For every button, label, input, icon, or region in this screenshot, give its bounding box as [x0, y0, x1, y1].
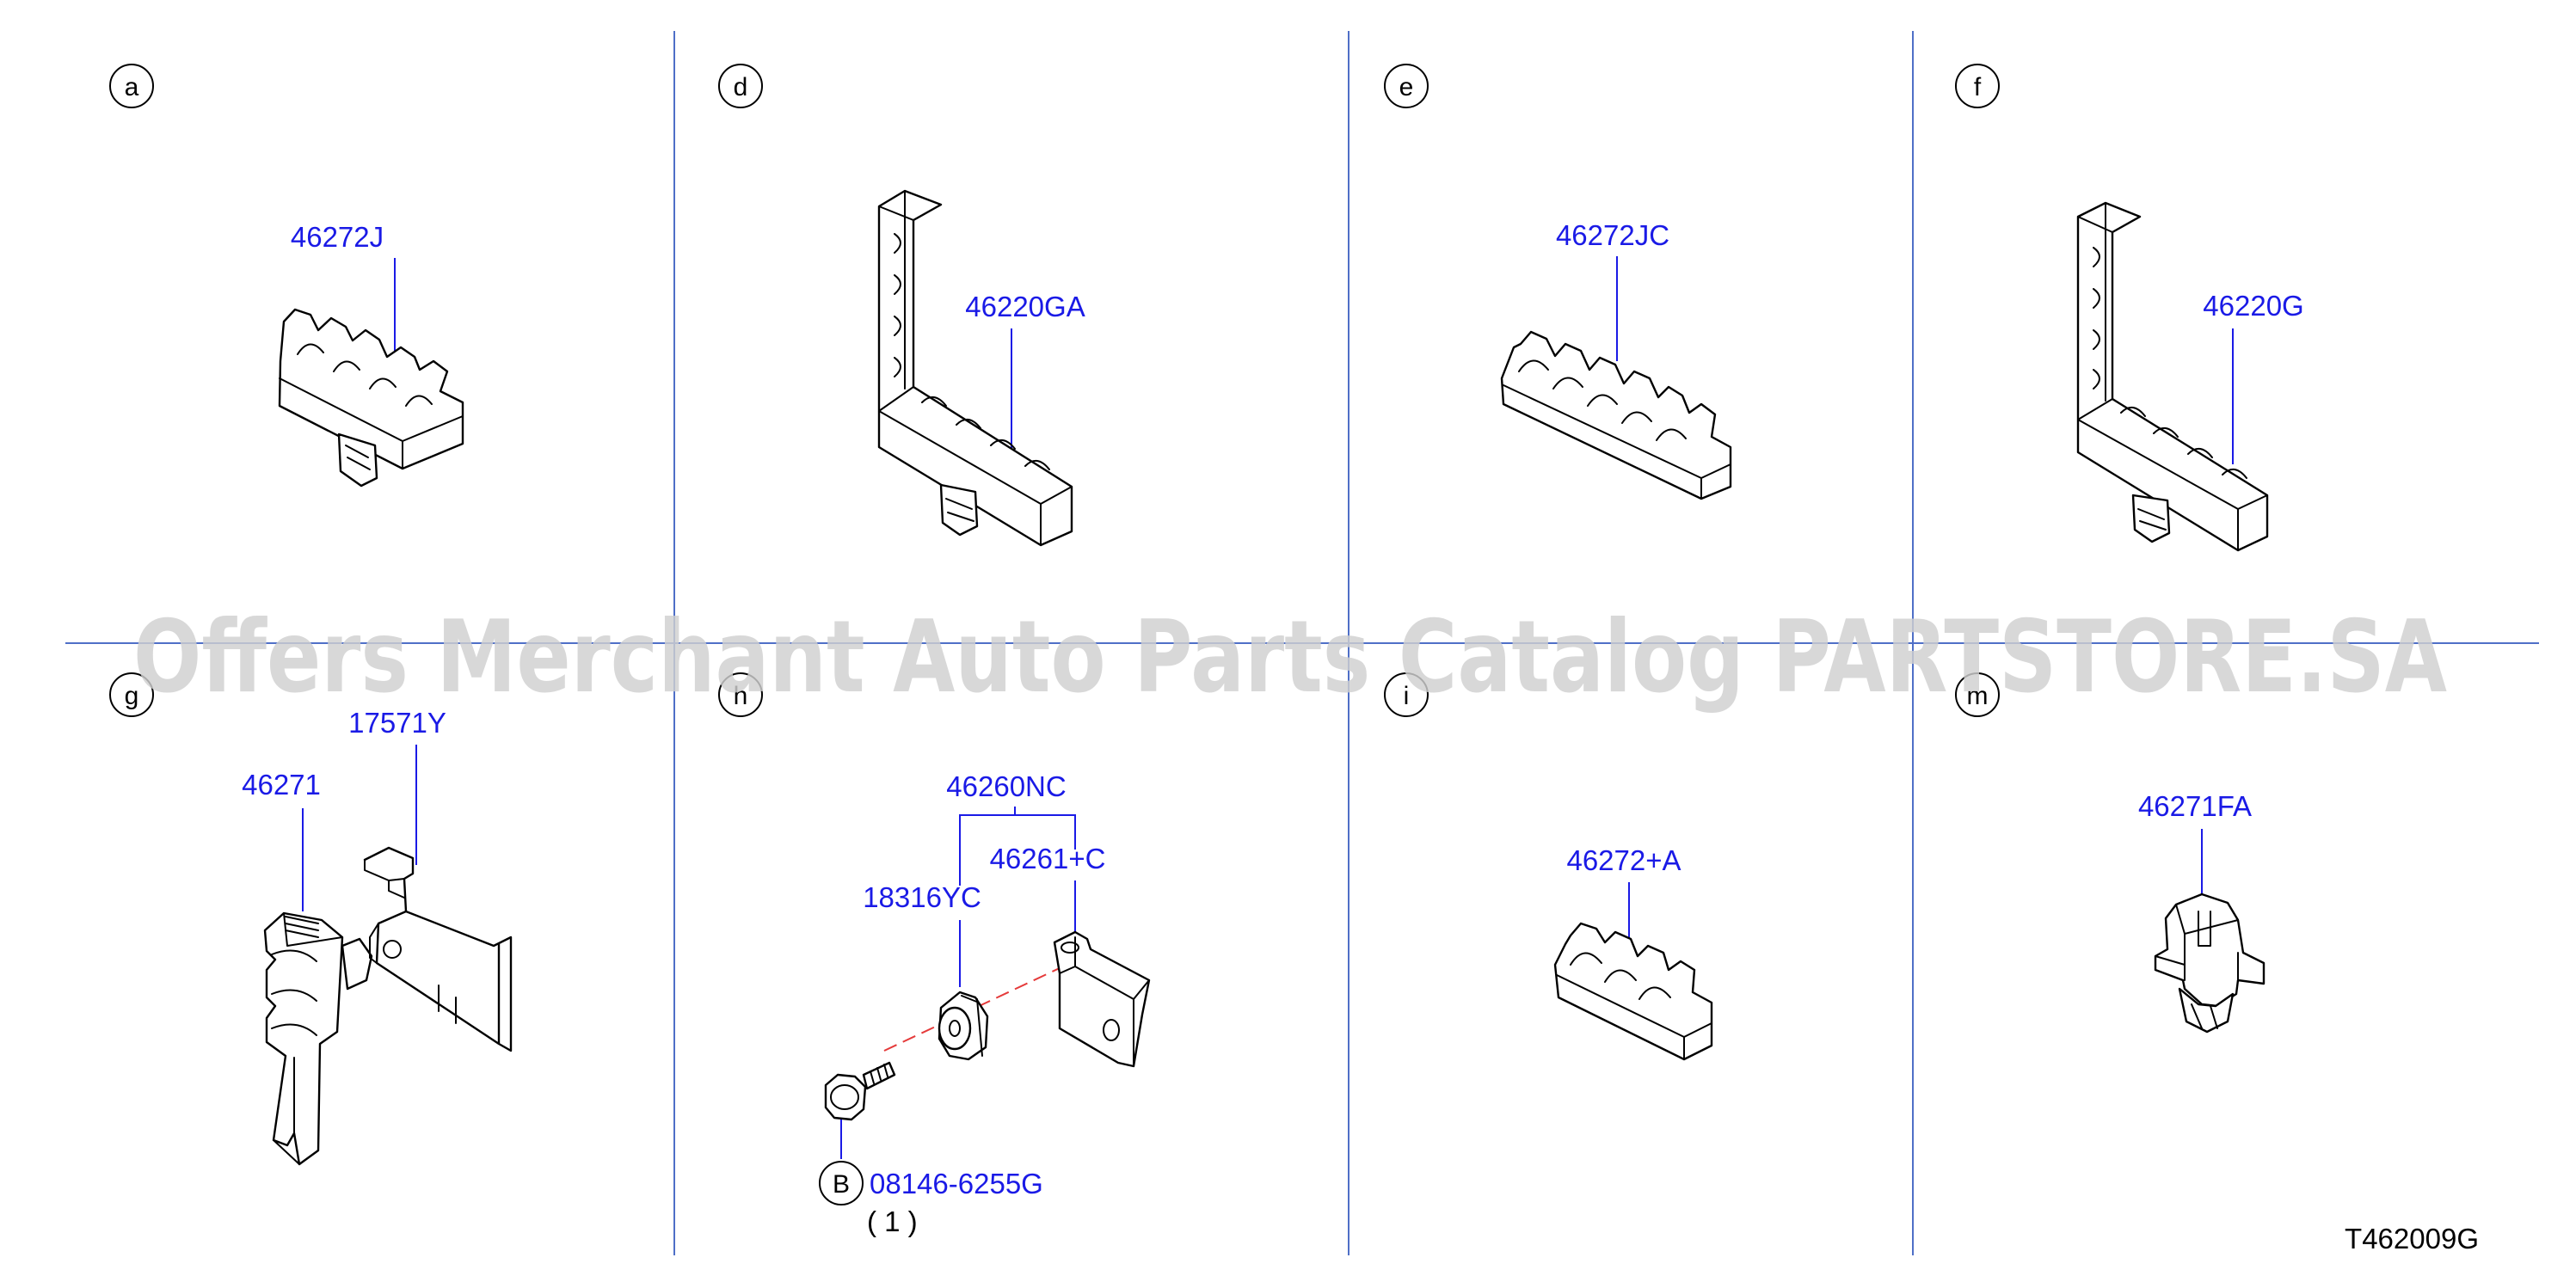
bolt-callout-b: B	[833, 1170, 850, 1199]
bolt-08146-drawing	[824, 1061, 896, 1121]
part-label-46272-a[interactable]: 46272+A	[1566, 844, 1681, 876]
panel-badge-e: e	[1399, 73, 1414, 101]
panel-e: e 46272JC	[1384, 64, 1732, 500]
clip-46271fa-drawing	[2154, 893, 2266, 1034]
part-label-46220ga[interactable]: 46220GA	[965, 291, 1085, 322]
panel-badge-circle	[109, 672, 154, 717]
leader-line	[959, 814, 1076, 836]
panel-dividers	[65, 31, 2539, 1255]
drawing-number: T462009G	[2345, 1223, 2479, 1255]
part-label-46260nc[interactable]: 46260NC	[946, 770, 1066, 802]
panel-badge-circle	[1384, 672, 1429, 717]
panel-badge-h: h	[734, 682, 748, 710]
panel-badge-circle	[1384, 64, 1429, 108]
panel-badge-circle	[109, 64, 154, 108]
part-label-08146-6255g[interactable]: 08146-6255G	[870, 1168, 1043, 1199]
clip-46220ga-drawing	[877, 189, 1073, 547]
part-label-46261-c[interactable]: 46261+C	[990, 843, 1106, 874]
panel-badge-circle	[718, 672, 763, 717]
clip-46220g-drawing	[2076, 201, 2269, 552]
panel-d: d 46220GA	[718, 64, 1085, 547]
panel-badge-circle	[1955, 64, 2000, 108]
panel-badge-i: i	[1404, 682, 1410, 710]
panel-f: f 46220G	[1955, 64, 2304, 552]
assembly-centerline	[883, 966, 1064, 1052]
clip-46271-drawing	[263, 911, 373, 1166]
panel-badge-circle	[718, 64, 763, 108]
part-label-18316yc[interactable]: 18316YC	[863, 881, 981, 913]
clip-46272j-drawing	[278, 308, 464, 488]
panel-badge-m: m	[1967, 682, 1989, 710]
panel-badge-circle	[1955, 672, 2000, 717]
panel-badge-g: g	[125, 682, 139, 710]
panel-badge-a: a	[125, 73, 139, 101]
part-label-46271[interactable]: 46271	[242, 769, 321, 801]
part-label-46272j[interactable]: 46272J	[291, 221, 384, 253]
clip-46272jc-drawing	[1500, 330, 1732, 500]
panel-badge-d: d	[734, 73, 748, 101]
bolt-callout-circle	[819, 1161, 864, 1205]
panel-g: g 46271 17571Y	[109, 672, 513, 1166]
panel-i: i 46272+A	[1384, 672, 1713, 1061]
grommet-18316yc-drawing	[938, 991, 989, 1061]
watermark-text: Offers Merchant Auto Parts Catalog PARTS…	[133, 599, 2447, 715]
bracket-46261c-drawing	[1053, 930, 1151, 1068]
panel-h: h 46260NC 46261+C 18316YC	[718, 672, 1151, 1237]
bracket-17571y-drawing	[363, 846, 513, 1052]
bolt-quantity: ( 1 )	[867, 1205, 918, 1237]
part-label-46272jc[interactable]: 46272JC	[1556, 219, 1669, 251]
panel-a: a 46272J	[109, 64, 464, 488]
part-label-17571y[interactable]: 17571Y	[348, 707, 446, 739]
panel-badge-f: f	[1974, 73, 1982, 101]
clip-46272a-drawing	[1553, 922, 1713, 1061]
part-label-46220g[interactable]: 46220G	[2203, 290, 2303, 322]
part-label-46271fa[interactable]: 46271FA	[2138, 790, 2252, 822]
panel-m: m 46271FA	[1955, 672, 2266, 1034]
